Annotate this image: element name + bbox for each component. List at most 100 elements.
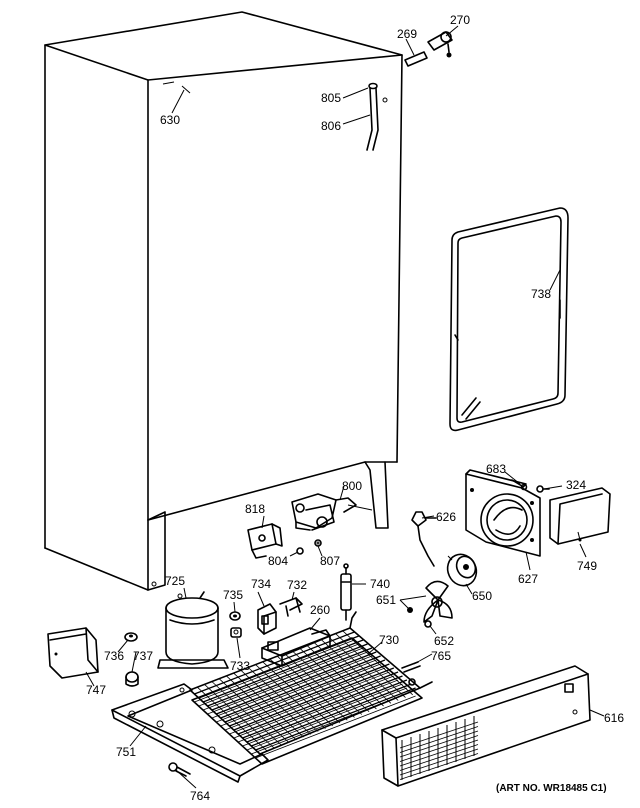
part-label-807: 807: [320, 554, 340, 568]
condenser-coil-line: [242, 683, 403, 747]
part-324-drawing: [536, 485, 550, 493]
leader-lines: [85, 25, 605, 789]
part-label-733: 733: [230, 659, 250, 673]
condenser-coil-line: [198, 643, 359, 707]
grille-louver: [399, 753, 479, 780]
part-label-626: 626: [436, 510, 456, 524]
condenser-coil-line: [255, 664, 326, 729]
part-751-drawing: [111, 683, 269, 783]
part-616-drawing: [381, 665, 591, 787]
part-label-765: 765: [431, 649, 451, 663]
part-label-805: 805: [321, 91, 341, 105]
condenser-coil-line: [255, 695, 416, 759]
condenser-coil-line: [202, 647, 364, 711]
part-725-drawing: [157, 591, 229, 669]
grille-louver: [399, 744, 479, 771]
part-label-800: 800: [342, 479, 362, 493]
part-label-737: 737: [133, 649, 153, 663]
condenser-coil-line: [269, 658, 341, 724]
part-807-drawing: [314, 539, 322, 547]
part-label-735: 735: [223, 588, 243, 602]
condenser-coil-line: [224, 667, 386, 731]
condenser-coil-line: [320, 639, 392, 704]
condenser-coil-line: [226, 675, 297, 741]
grille-louver: [399, 721, 479, 749]
part-626-drawing: [411, 511, 437, 567]
part-650-drawing: [446, 553, 478, 587]
part-label-260: 260: [310, 603, 330, 617]
part-label-818: 818: [245, 502, 265, 516]
condenser-coil-line: [197, 686, 268, 752]
part-818-drawing: [247, 523, 283, 559]
condenser-coil-line: [216, 659, 377, 723]
part-736-drawing: [124, 632, 138, 642]
part-733-drawing: [230, 627, 242, 638]
grille-louver: [399, 730, 479, 758]
condenser-coil-line: [342, 630, 413, 696]
condenser-coil-line: [233, 675, 394, 739]
condenser-coil-line: [313, 641, 384, 707]
part-label-804: 804: [268, 554, 288, 568]
part-735-drawing: [229, 611, 241, 621]
part-label-732: 732: [287, 578, 307, 592]
part-label-651: 651: [376, 593, 396, 607]
art-number: (ART NO. WR18485 C1): [496, 783, 607, 794]
part-label-683: 683: [486, 462, 506, 476]
condenser-coil-line: [240, 670, 312, 735]
part-800-drawing: [291, 493, 373, 531]
part-627-drawing: [465, 469, 541, 557]
condenser-coil-line: [251, 691, 412, 755]
part-651-drawing: [407, 580, 453, 623]
condenser-coil-line: [207, 651, 368, 715]
condenser-coil-line: [247, 667, 319, 732]
part-label-738: 738: [531, 287, 551, 301]
condenser-coil-line: [204, 684, 275, 749]
condenser-coil-line: [335, 633, 406, 698]
part-labels: 269 270 805 806 630 738 800 818 804 807 …: [86, 13, 624, 803]
part-label-749: 749: [577, 559, 597, 573]
part-label-736: 736: [104, 649, 124, 663]
part-740-drawing: [340, 563, 352, 621]
grille-louver: [399, 748, 479, 776]
condenser-coil-line: [233, 672, 304, 738]
grille-louver: [399, 739, 479, 767]
part-label-806: 806: [321, 119, 341, 133]
condenser-coil-line: [246, 687, 408, 751]
condenser-coil-line: [229, 671, 390, 735]
refrigerator-cabinet: [44, 11, 403, 591]
part-label-751: 751: [116, 745, 136, 759]
part-label-324: 324: [566, 478, 586, 492]
part-804-drawing: [296, 547, 304, 555]
condenser-coil-line: [327, 636, 399, 701]
part-730-drawing: [189, 611, 433, 765]
part-765-drawing: [401, 661, 421, 686]
part-label-725: 725: [165, 574, 185, 588]
condenser-coil-line: [194, 639, 355, 703]
part-label-652: 652: [434, 634, 454, 648]
grille-louver: [399, 735, 479, 762]
condenser-coil-line: [298, 647, 370, 712]
part-label-616: 616: [604, 711, 624, 725]
grille-louver: [399, 726, 479, 753]
part-270-drawing: [427, 31, 453, 58]
part-label-734: 734: [251, 577, 271, 591]
part-269-drawing: [404, 51, 428, 67]
part-label-650: 650: [472, 589, 492, 603]
part-label-764: 764: [190, 789, 210, 803]
condenser-coil-line: [211, 681, 283, 746]
part-683-drawing: [511, 479, 528, 491]
part-label-740: 740: [370, 577, 390, 591]
part-label-747: 747: [86, 683, 106, 697]
part-734-drawing: [257, 603, 277, 635]
part-label-269: 269: [397, 27, 417, 41]
part-749-drawing: [549, 487, 611, 545]
part-764-drawing: [168, 762, 191, 777]
condenser-coil-line: [237, 679, 399, 743]
part-732-drawing: [279, 597, 303, 617]
part-737-drawing: [125, 671, 139, 687]
condenser-coil-line: [262, 661, 333, 727]
part-label-270: 270: [450, 13, 470, 27]
condenser-coil-line: [284, 653, 355, 718]
part-747-drawing: [47, 627, 99, 679]
